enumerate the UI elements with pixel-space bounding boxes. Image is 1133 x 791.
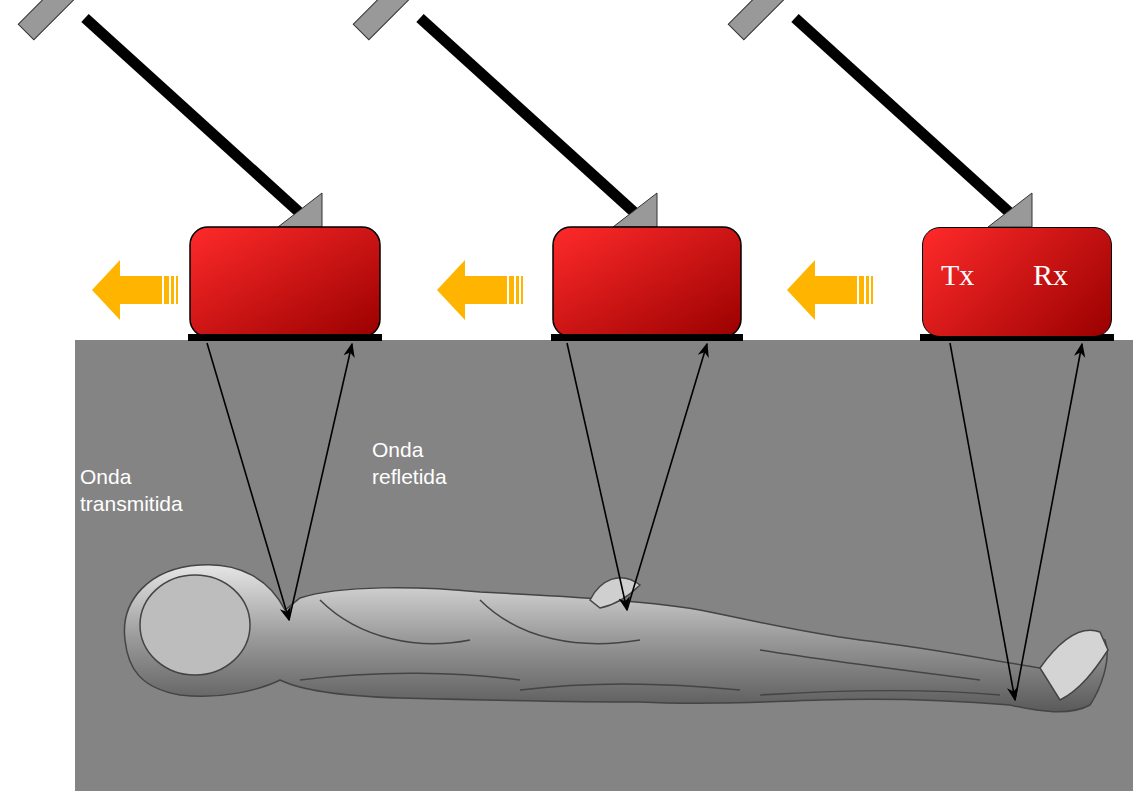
ground: [75, 340, 1133, 791]
radar-antenna: [353, 0, 743, 341]
radar-antenna: [728, 0, 1114, 341]
radar-wave: [207, 343, 1082, 700]
radar-antenna: [18, 0, 382, 341]
antenna-label: Tx: [941, 258, 974, 292]
human-body: [124, 565, 1108, 712]
wave-label: Onda transmitida: [80, 463, 210, 518]
antenna-label: Rx: [1033, 258, 1068, 292]
antenna-box: Tx Rx: [922, 227, 1112, 337]
motion-arrow: [437, 260, 523, 320]
motion-arrow: [92, 260, 178, 320]
motion-arrow: [787, 260, 873, 320]
wave-label: Onda refletida: [372, 436, 502, 491]
